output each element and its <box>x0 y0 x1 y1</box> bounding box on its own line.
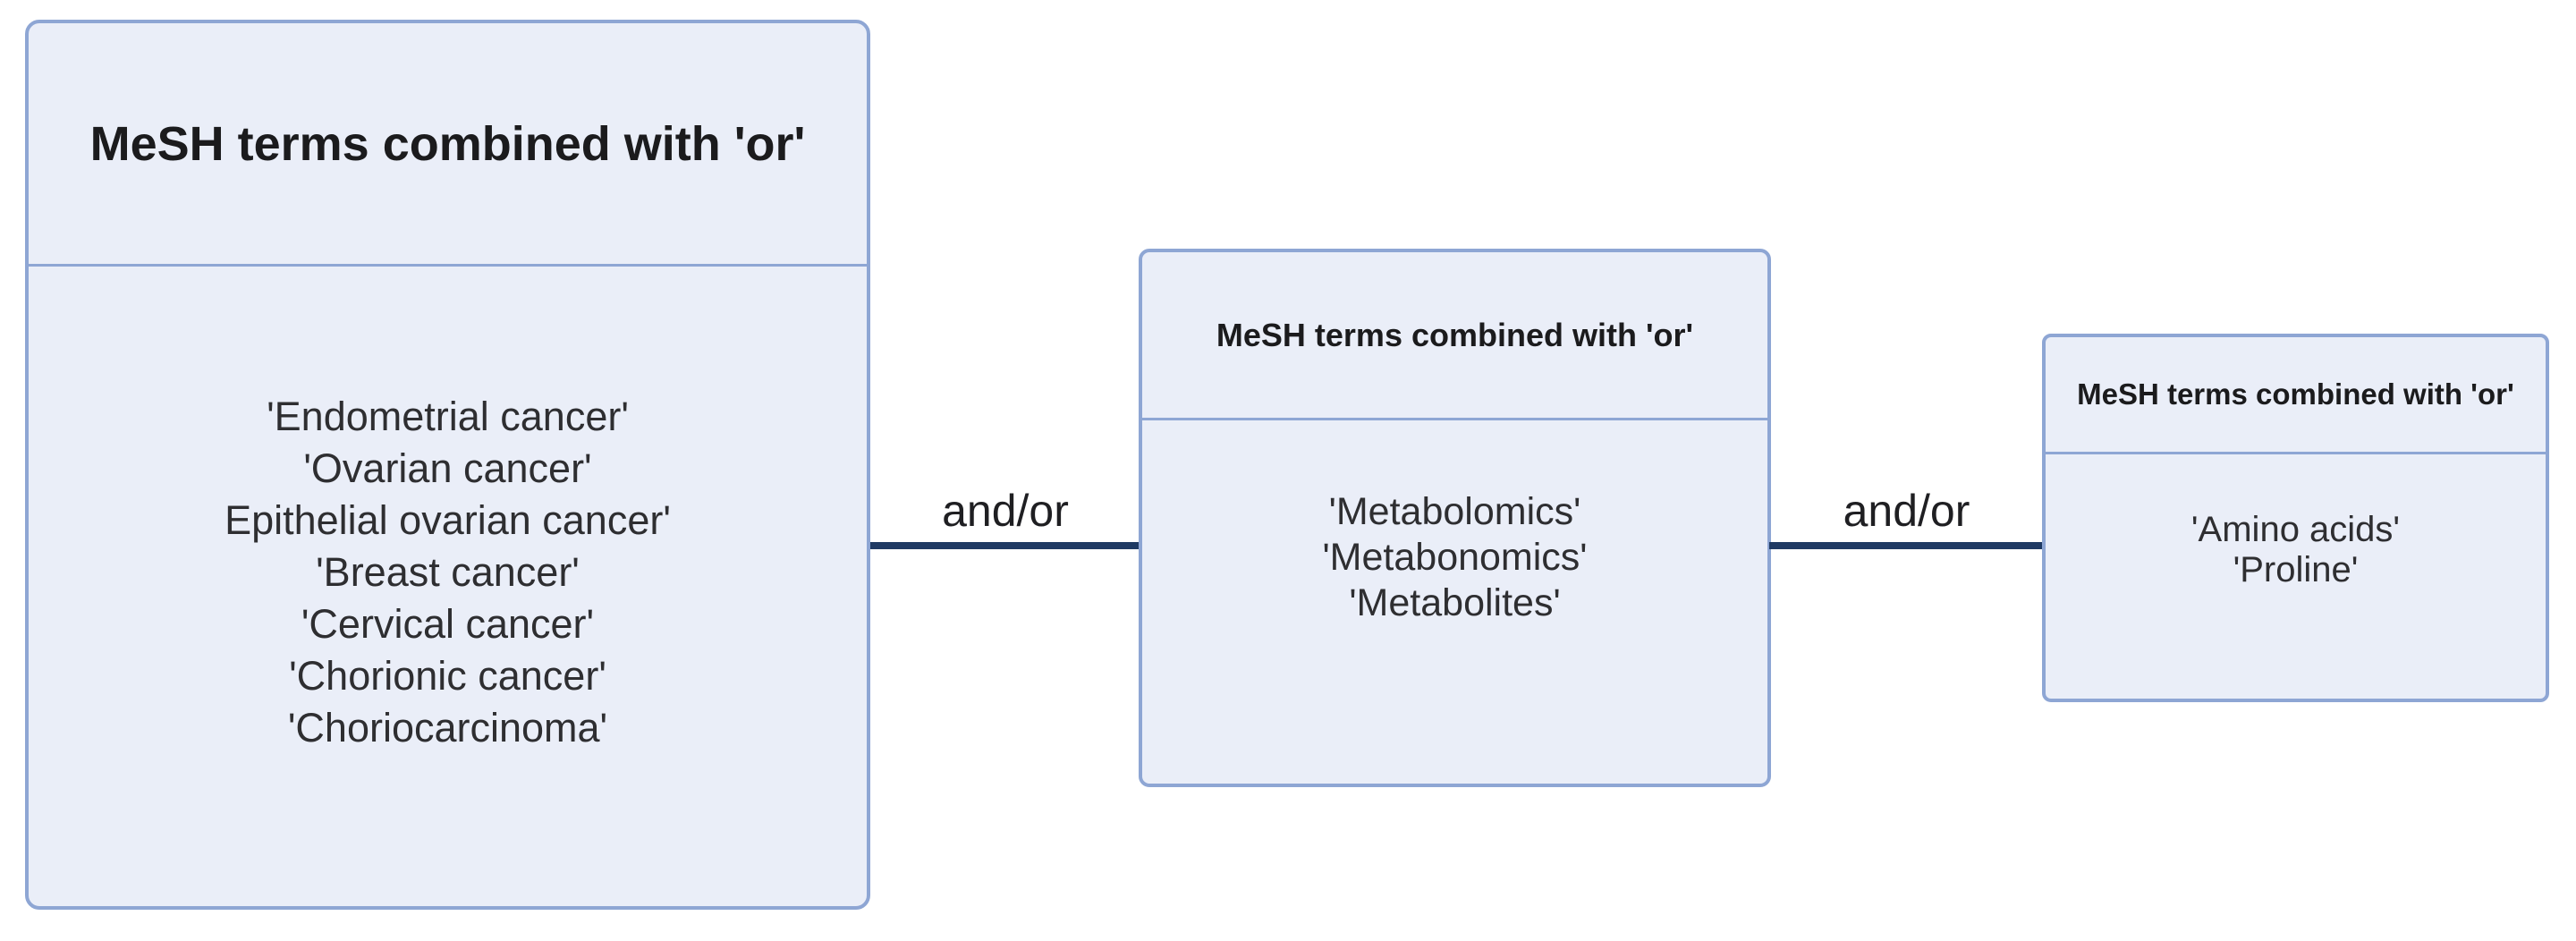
term-line: 'Proline' <box>2233 549 2359 589</box>
term-line: 'Chorionic cancer' <box>289 652 606 699</box>
and-or-label: and/or <box>942 486 1069 536</box>
term-line: 'Choriocarcinoma' <box>287 704 608 750</box>
box-title: MeSH terms combined with 'or' <box>1216 316 1694 353</box>
box-body: 'Amino acids' 'Proline' <box>2046 428 2546 672</box>
term-line: 'Cervical cancer' <box>301 600 595 647</box>
box-title: MeSH terms combined with 'or' <box>2077 377 2514 411</box>
mesh-terms-box-amino-acids: MeSH terms combined with 'or' 'Amino aci… <box>2042 334 2549 702</box>
and-or-label: and/or <box>1843 486 1970 536</box>
term-line: 'Ovarian cancer' <box>303 445 592 491</box>
mesh-terms-box-cancer: MeSH terms combined with 'or' 'Endometri… <box>25 20 870 910</box>
box-header: MeSH terms combined with 'or' <box>1142 252 1767 420</box>
box-header: MeSH terms combined with 'or' <box>2046 337 2546 454</box>
box-body: 'Endometrial cancer' 'Ovarian cancer' Ep… <box>29 252 867 892</box>
box-header: MeSH terms combined with 'or' <box>29 23 867 267</box>
connector-line <box>1769 542 2044 549</box>
term-line: 'Metabonomics' <box>1322 535 1588 579</box>
mesh-terms-box-metabolomics: MeSH terms combined with 'or' 'Metabolom… <box>1139 249 1771 787</box>
term-line: 'Metabolomics' <box>1328 489 1581 533</box>
term-line: 'Amino acids' <box>2190 509 2401 549</box>
term-line: 'Breast cancer' <box>316 548 580 595</box>
box-title: MeSH terms combined with 'or' <box>89 116 806 171</box>
term-line: Epithelial ovarian cancer' <box>225 496 671 543</box>
term-line: 'Metabolites' <box>1349 581 1561 624</box>
box-body: 'Metabolomics' 'Metabonomics' 'Metabolit… <box>1142 376 1767 739</box>
term-line: 'Endometrial cancer' <box>267 393 629 439</box>
connector-line <box>870 542 1140 549</box>
